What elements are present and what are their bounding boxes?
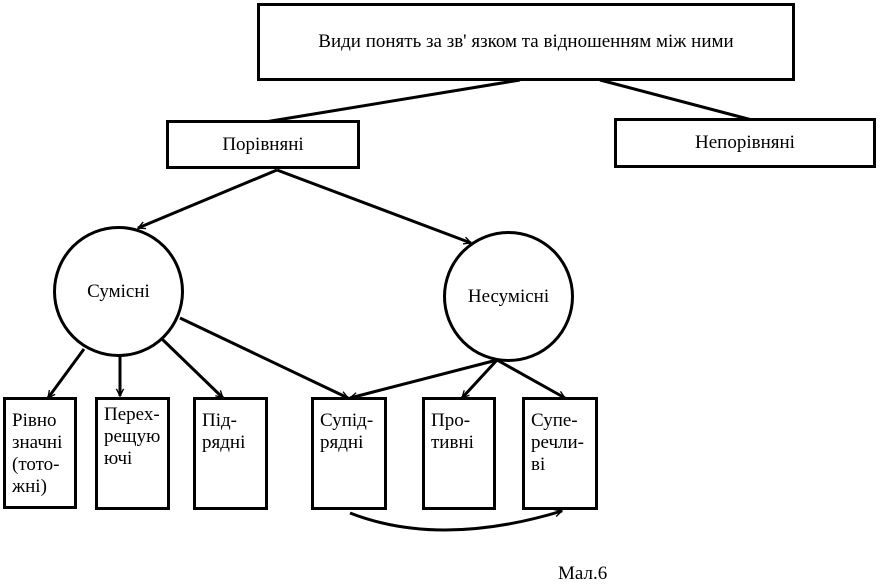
leaf-line: ючі xyxy=(104,448,133,469)
edge-incompatible-coordinate xyxy=(350,358,498,398)
incompatible-label: Несумісні xyxy=(467,285,550,307)
leaf-contradictory: Супе- речли- ві xyxy=(522,397,598,510)
compatible-label: Сумісні xyxy=(87,280,150,302)
incompatible-circle: Несумісні xyxy=(443,231,574,362)
leaf-intersecting: Перех- рещую ючі xyxy=(95,397,170,510)
leaf-line: рядні xyxy=(202,432,246,453)
edge-comparable-compatible xyxy=(138,168,278,230)
title-box: Види понять за зв' язком та відношенням … xyxy=(257,3,795,81)
leaf-line: Перех- xyxy=(104,404,160,425)
leaf-coordinate: Супід- рядні xyxy=(311,397,387,510)
title-text: Види понять за зв' язком та відношенням … xyxy=(318,31,734,52)
edge-incompatible-contradictory xyxy=(496,358,565,400)
incomparable-box: Непорівняні xyxy=(614,118,876,168)
leaf-line: Супід- xyxy=(320,410,374,431)
comparable-label: Порівняні xyxy=(222,133,304,155)
edge-compatible-subordinate xyxy=(160,337,223,400)
leaf-line: тивні xyxy=(431,432,474,453)
incomparable-label: Непорівняні xyxy=(695,132,795,153)
leaf-contrary: Про- тивні xyxy=(422,397,496,510)
comparable-box: Порівняні xyxy=(166,120,360,169)
leaf-subordinate: Під- рядні xyxy=(193,397,268,510)
leaf-line: (тото- xyxy=(12,454,60,475)
edge-coordinate-contradictory xyxy=(349,511,562,532)
edge-incompatible-contrary xyxy=(460,358,499,398)
leaf-line: жні) xyxy=(12,476,47,497)
compatible-circle: Сумісні xyxy=(53,226,184,357)
leaf-line: речли- xyxy=(531,432,584,453)
edge-title-comparable xyxy=(264,78,521,124)
leaf-line: ві xyxy=(531,454,546,475)
leaf-line: Про- xyxy=(431,410,471,431)
leaf-line: значні xyxy=(12,432,63,453)
leaf-line: Супе- xyxy=(531,410,578,431)
leaf-line: рещую xyxy=(104,426,161,447)
figure-caption: Мал.6 xyxy=(558,563,608,584)
leaf-equivalent: Рівно значні (тото- жні) xyxy=(3,397,77,509)
edge-title-incomparable xyxy=(599,78,753,122)
edge-comparable-incompatible xyxy=(276,168,471,243)
leaf-line: Рівно xyxy=(12,410,57,431)
edge-compatible-coordinate xyxy=(179,316,348,400)
leaf-line: рядні xyxy=(320,432,364,453)
leaf-line: Під- xyxy=(202,410,237,431)
edge-compatible-equivalent xyxy=(46,348,86,398)
